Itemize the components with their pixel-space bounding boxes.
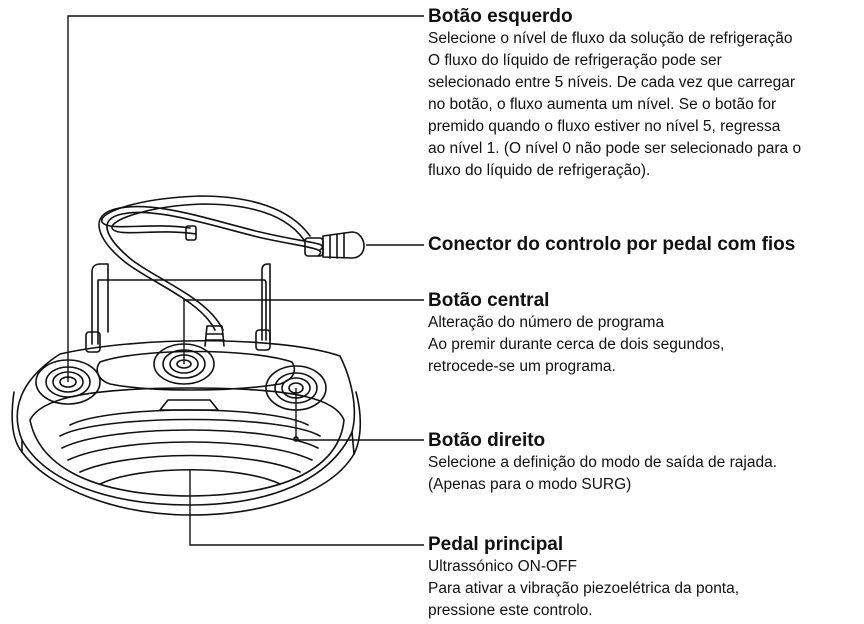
carry-handle bbox=[85, 263, 271, 353]
text-line: fluxo do líquido de refrigeração). bbox=[428, 162, 651, 179]
text-line: ao nível 1. (O nível 0 não pode ser sele… bbox=[428, 140, 802, 157]
text-line: Ultrassónico ON-OFF bbox=[428, 558, 577, 575]
connector-title: Conector do controlo por pedal com fios bbox=[428, 234, 796, 255]
callout-main-pedal: Pedal principal Ultrassónico ON-OFF Para… bbox=[428, 534, 739, 622]
pedal-base bbox=[11, 339, 362, 516]
text-line: retrocede-se um programa. bbox=[428, 358, 616, 375]
callout-right-button: Botão direito Selecione a definição do m… bbox=[428, 430, 777, 496]
leader-right-button bbox=[295, 388, 424, 441]
text-line: selecionado entre 5 níveis. De cada vez … bbox=[428, 74, 796, 91]
text-line: Selecione o nível de fluxo da solução de… bbox=[428, 30, 793, 47]
center-button-description: Alteração do número de programa Ao premi… bbox=[428, 312, 724, 378]
text-line: pressione este controlo. bbox=[428, 602, 593, 619]
leader-center-button bbox=[183, 299, 424, 364]
callout-left-button: Botão esquerdo Selecione o nível de flux… bbox=[428, 6, 801, 182]
text-line: Selecione a definição do modo de saída d… bbox=[428, 454, 777, 471]
main-pedal-description: Ultrassónico ON-OFF Para ativar a vibraç… bbox=[428, 556, 739, 622]
right-button-description: Selecione a definição do modo de saída d… bbox=[428, 452, 777, 496]
text-line: Alteração do número de programa bbox=[428, 314, 665, 331]
text-line: no botão, o fluxo aumenta um nível. Se o… bbox=[428, 96, 777, 113]
left-button-title: Botão esquerdo bbox=[428, 6, 573, 27]
text-line: (Apenas para o modo SURG) bbox=[428, 476, 632, 493]
right-button-title: Botão direito bbox=[428, 430, 546, 451]
text-line: Para ativar a vibração piezoelétrica da … bbox=[428, 580, 740, 597]
connector-plug bbox=[304, 231, 365, 259]
callout-connector: Conector do controlo por pedal com fios bbox=[428, 234, 795, 256]
text-line: O fluxo do líquido de refrigeração pode … bbox=[428, 52, 722, 69]
text-line: premido quando o fluxo estiver no nível … bbox=[428, 118, 781, 135]
cable bbox=[98, 195, 324, 331]
callout-center-button: Botão central Alteração do número de pro… bbox=[428, 290, 724, 378]
center-button-title: Botão central bbox=[428, 290, 550, 311]
leader-left-button bbox=[67, 15, 424, 382]
cable-tie bbox=[185, 225, 197, 241]
left-button-description: Selecione o nível de fluxo da solução de… bbox=[428, 28, 801, 182]
text-line: Ao premir durante cerca de dois segundos… bbox=[428, 336, 725, 353]
leader-main-pedal bbox=[189, 470, 424, 546]
main-pedal-title: Pedal principal bbox=[428, 534, 564, 555]
main-pedal bbox=[29, 387, 345, 497]
